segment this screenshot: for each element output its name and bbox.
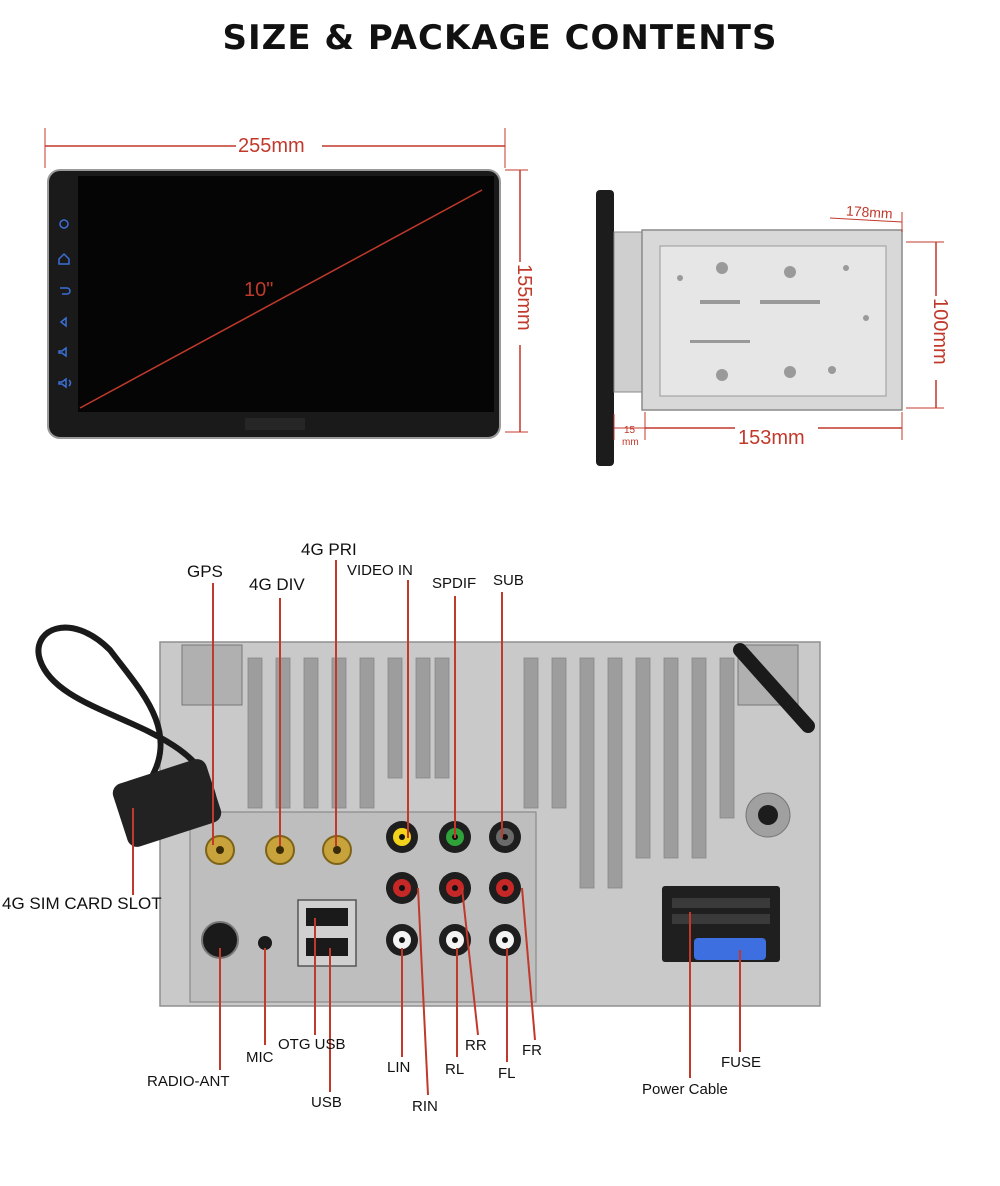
label-rr: RR (465, 1037, 487, 1054)
label-rin: RIN (412, 1098, 438, 1115)
label-fl: FL (498, 1065, 516, 1082)
volume-up-icon (58, 377, 72, 389)
power-icon (59, 219, 69, 229)
front-panel-edge (596, 190, 614, 466)
front-thickness-value: 15 (624, 425, 636, 436)
label-otg-usb: OTG USB (278, 1036, 346, 1053)
width-dimension-label: 255mm (238, 135, 305, 157)
label-usb: USB (311, 1094, 342, 1111)
screen (78, 176, 494, 412)
antenna-connectors (205, 835, 352, 865)
home-icon (58, 252, 70, 265)
side-button-icons (58, 219, 72, 389)
front-thickness-unit: mm (622, 437, 639, 448)
label-power-cable: Power Cable (642, 1081, 728, 1098)
page-title: SIZE & PACKAGE CONTENTS (222, 18, 778, 58)
label-video-in: VIDEO IN (347, 562, 413, 579)
label-radio-ant: RADIO-ANT (147, 1073, 230, 1090)
back-icon (60, 287, 71, 295)
label-4g-div: 4G DIV (249, 575, 305, 594)
rca-connectors (386, 821, 521, 956)
label-lin: LIN (387, 1059, 411, 1076)
side-view (596, 190, 944, 466)
volume-down-icon (58, 346, 67, 358)
height-dimension-label: 155mm (513, 264, 535, 331)
callout-lines (132, 560, 741, 1096)
diagonal-line (79, 189, 483, 409)
label-4g-pri: 4G PRI (301, 540, 357, 559)
rear-panel (35, 624, 821, 1007)
label-spdif: SPDIF (432, 575, 477, 592)
label-sub: SUB (493, 572, 524, 589)
label-gps: GPS (187, 562, 223, 581)
label-fuse: FUSE (721, 1054, 762, 1071)
front-view (44, 128, 528, 439)
fuse (694, 938, 766, 960)
side-height-label: 100mm (929, 298, 951, 365)
label-mic: MIC (246, 1049, 274, 1066)
label-fr: FR (522, 1042, 542, 1059)
navigation-icon (59, 316, 67, 328)
label-sim-card-slot: 4G SIM CARD SLOT (2, 894, 162, 913)
depth-total-label: 178mm (845, 202, 894, 222)
sim-card-module (112, 759, 222, 847)
gps-cable (35, 624, 217, 801)
label-rl: RL (445, 1061, 465, 1078)
chassis-depth-label: 153mm (738, 427, 805, 449)
mic-port (258, 936, 272, 950)
diagonal-size-label: 10" (244, 279, 274, 301)
